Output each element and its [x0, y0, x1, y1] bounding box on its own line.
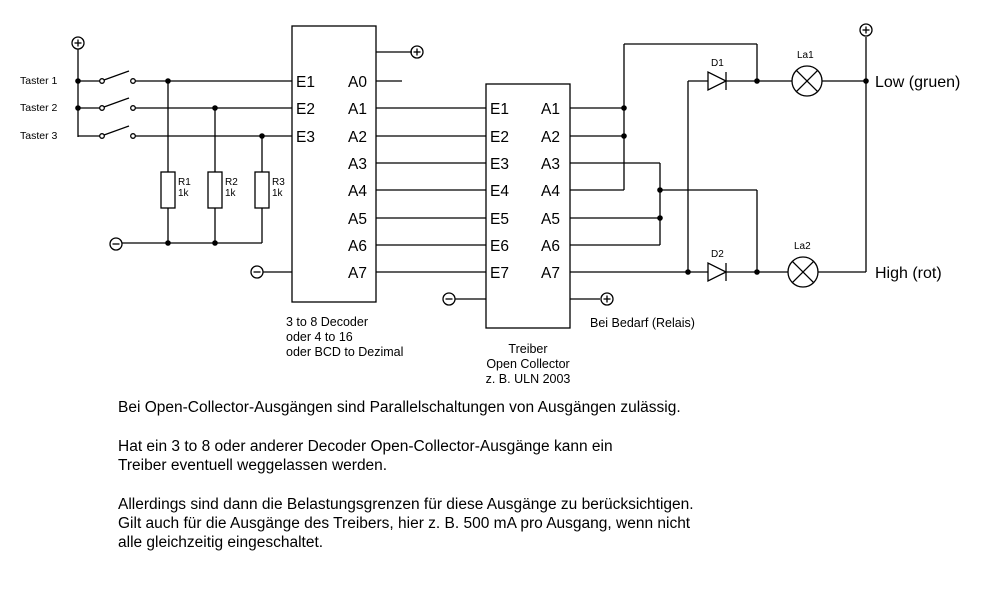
driver-output-a6: A6 [541, 238, 560, 255]
driver-plus-symbol [600, 292, 614, 306]
diode-d1 [688, 70, 792, 92]
resistor-r2 [207, 108, 223, 243]
note-line-2: Hat ein 3 to 8 oder anderer Decoder Open… [118, 438, 613, 455]
junction-dots [75, 78, 869, 275]
diode-label-d2: D2 [711, 249, 724, 260]
driver-input-e3: E3 [490, 156, 509, 173]
decoder-output-a1: A1 [348, 101, 367, 118]
resistor-value-r2: 1k [225, 188, 237, 199]
driver-output-a2: A2 [541, 129, 560, 146]
driver-output-a3: A3 [541, 156, 560, 173]
decoder-plus-symbol [410, 45, 424, 59]
driver-caption-2: Open Collector [486, 357, 569, 371]
button-label-1: Taster 1 [20, 75, 58, 87]
decoder-input-e2: E2 [296, 101, 315, 118]
driver-output-a5: A5 [541, 211, 560, 228]
decoder-output-a0: A0 [348, 74, 367, 91]
explanation-notes: Bei Open-Collector-Ausgängen sind Parall… [118, 398, 978, 552]
lamp-la1 [791, 65, 823, 97]
driver-output-a1: A1 [541, 101, 560, 118]
decoder-output-a6: A6 [348, 238, 367, 255]
driver-caption-1: Treiber [508, 342, 547, 356]
lamp-label-la1: La1 [797, 50, 814, 61]
note-line-6: alle gleichzeitig eingeschaltet. [118, 534, 324, 551]
note-line-5: Gilt auch für die Ausgänge des Treibers,… [118, 515, 691, 532]
button-switch-3 [78, 125, 292, 139]
decoder-caption-3: oder BCD to Dezimal [286, 345, 403, 359]
state-label-high: High (rot) [875, 265, 942, 282]
driver-optional-note: Bei Bedarf (Relais) [590, 316, 695, 330]
button-switch-1 [78, 70, 292, 84]
button-label-2: Taster 2 [20, 102, 58, 114]
resistor-label-r1: R1 [178, 177, 191, 188]
decoder-output-a2: A2 [348, 129, 367, 146]
driver-output-a4: A4 [541, 183, 560, 200]
driver-box [485, 83, 571, 329]
driver-caption-3: z. B. ULN 2003 [486, 372, 571, 386]
diode-d2 [688, 261, 788, 283]
lamp-la2 [787, 256, 819, 288]
note-line-3: Treiber eventuell weggelassen werden. [118, 457, 388, 474]
driver-input-e6: E6 [490, 238, 509, 255]
decoder-box [291, 25, 377, 303]
resistor-value-r3: 1k [272, 188, 284, 199]
decoder-input-e1: E1 [296, 74, 315, 91]
circuit-schematic: Taster 1 Taster 2 Taster 3 R1 1k R2 1k R… [20, 23, 960, 386]
decoder-input-e3: E3 [296, 129, 315, 146]
diode-label-d1: D1 [711, 58, 724, 69]
resistor-label-r2: R2 [225, 177, 238, 188]
decoder-output-a4: A4 [348, 183, 367, 200]
note-line-1: Bei Open-Collector-Ausgängen sind Parall… [118, 399, 681, 416]
ground-minus-symbol-left [109, 237, 123, 251]
button-label-3: Taster 3 [20, 130, 58, 142]
driver-output-a7: A7 [541, 265, 560, 282]
lamp-supply-plus-symbol [859, 23, 873, 37]
resistor-r3 [254, 136, 270, 243]
button-switch-2 [78, 97, 292, 111]
decoder-caption-1: 3 to 8 Decoder [286, 315, 368, 329]
state-label-low: Low (gruen) [875, 74, 960, 91]
driver-input-e4: E4 [490, 183, 509, 200]
resistor-label-r3: R3 [272, 177, 285, 188]
driver-input-e2: E2 [490, 129, 509, 146]
lamp-label-la2: La2 [794, 241, 811, 252]
decoder-output-a5: A5 [348, 211, 367, 228]
note-line-4: Allerdings sind dann die Belastungsgrenz… [118, 496, 694, 513]
decoder-caption-2: oder 4 to 16 [286, 330, 353, 344]
driver-input-e1: E1 [490, 101, 509, 118]
resistor-value-r1: 1k [178, 188, 190, 199]
decoder-output-a7: A7 [348, 265, 367, 282]
resistor-r1 [160, 81, 176, 243]
driver-input-e7: E7 [490, 265, 509, 282]
driver-input-e5: E5 [490, 211, 509, 228]
decoder-output-a3: A3 [348, 156, 367, 173]
